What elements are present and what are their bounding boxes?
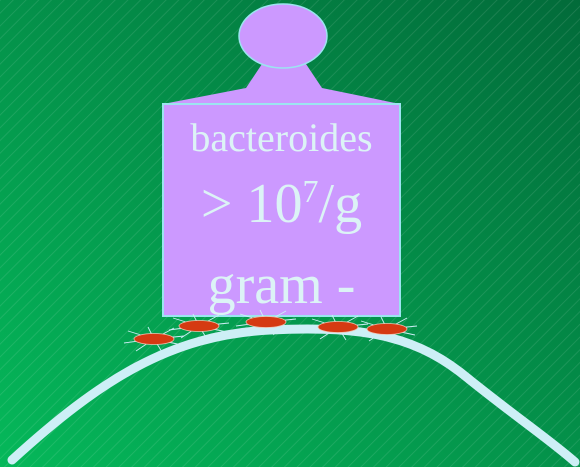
bacterium-icon	[123, 326, 185, 353]
concentration-exponent: 7	[302, 173, 319, 209]
bacteria-name-label: bacteroides	[190, 115, 373, 160]
bacteria-group	[123, 309, 418, 353]
bacterium-body	[245, 316, 287, 328]
concentration-value: > 10	[200, 173, 303, 235]
bacterium-icon	[235, 309, 297, 336]
weight-knob	[238, 3, 328, 69]
bacterium-body	[133, 333, 175, 345]
weight-body	[162, 103, 401, 317]
bacterium-icon	[168, 313, 230, 340]
weight-icon	[162, 3, 401, 317]
bacterium-body	[366, 323, 408, 335]
bacterium-body	[178, 320, 220, 332]
bacterium-icon	[307, 314, 369, 341]
bacterium-body	[317, 321, 359, 333]
bacterium-icon	[356, 316, 418, 343]
gram-stain-label: gram -	[207, 254, 356, 316]
concentration-label: > 107/g	[163, 173, 400, 235]
weight-neck	[163, 58, 400, 104]
concentration-unit: /g	[318, 173, 363, 235]
